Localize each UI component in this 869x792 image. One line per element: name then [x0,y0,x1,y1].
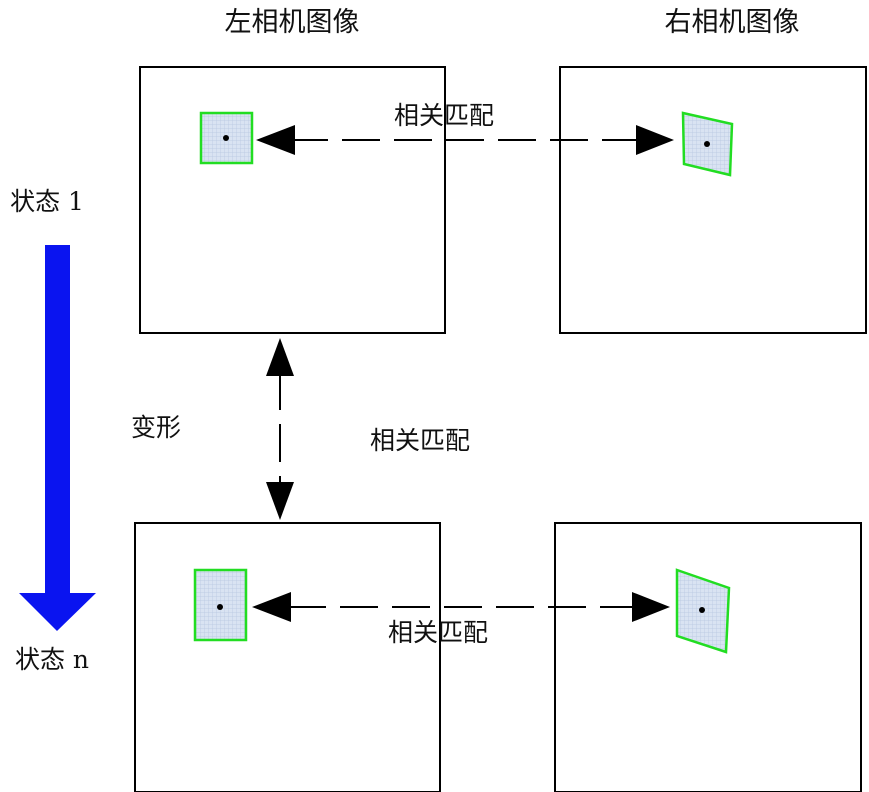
subset-center-point [223,135,229,141]
right-camera-title: 右相机图像 [665,7,800,38]
match-label-top: 相关匹配 [394,101,494,130]
subset-center-point [699,607,705,613]
match-arrow-bottom [252,592,670,622]
match-arrow-vertical [266,338,294,520]
subset-center-point [217,604,223,610]
left-image-state-n [134,522,441,792]
right-image-state-n [554,522,862,792]
left-camera-title: 左相机图像 [225,7,360,38]
match-label-vertical: 相关匹配 [370,426,470,455]
subset-center-point [704,141,710,147]
state-1-label: 状态 1 [10,187,84,216]
deformation-label: 变形 [131,413,181,442]
state-progress-arrow [19,245,96,631]
left-image-state-1 [139,66,446,334]
subset-left-state-1 [199,111,254,165]
match-arrow-top [256,125,674,155]
match-label-bottom: 相关匹配 [388,618,488,647]
state-n-label: 状态 n [15,645,89,674]
right-image-state-1 [559,66,867,334]
